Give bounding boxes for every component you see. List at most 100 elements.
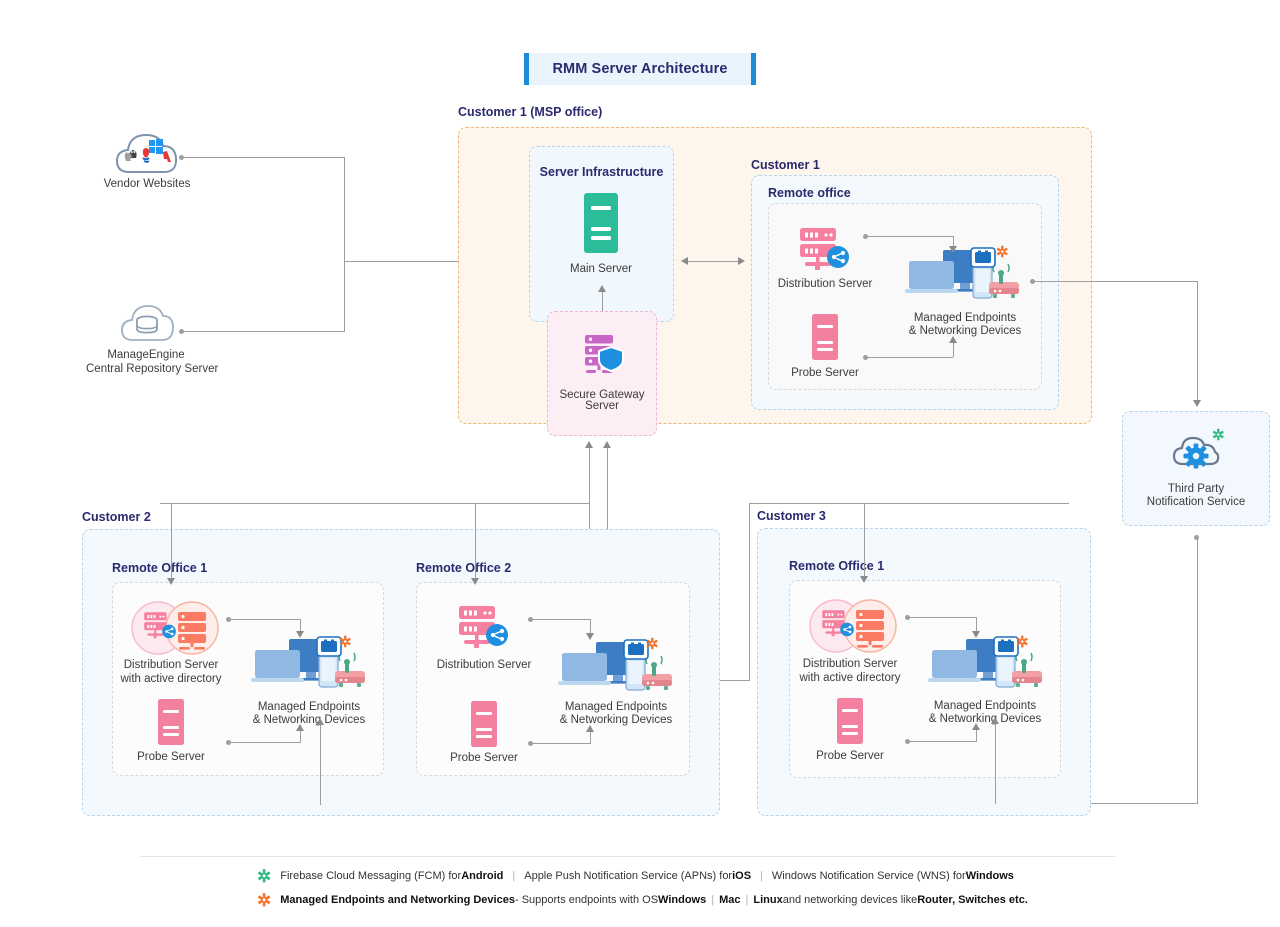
arrow-c2o2-dist-to-endpoints [586, 633, 594, 640]
third-party-cloud-gear-icon [1171, 432, 1223, 472]
line-c2o2-dist-right [532, 619, 591, 620]
line-repo-right [183, 331, 344, 332]
arrow-right-customer1 [738, 257, 745, 265]
managed-endpoints-icon-c1 [905, 247, 1023, 300]
arrow-up-main-server [598, 285, 606, 292]
probe-server-icon-c2-office2 [470, 700, 498, 748]
distribution-server-ad-icon-c3 [808, 599, 900, 653]
region-label-customer3: Customer 3 [757, 509, 826, 523]
managed-endpoints-label-c3-line2: & Networking Devices [928, 713, 1042, 725]
probe-server-label-c2-office1: Probe Server [137, 751, 205, 763]
line-c2o1-dist-right [230, 619, 301, 620]
line-c3-probe-right [909, 741, 977, 742]
line-c2o2-probe-right [532, 743, 591, 744]
arrow-c1-probe-to-endpoints [949, 336, 957, 343]
arrow-c3-up-to-endpoints [991, 717, 999, 724]
line-bus-to-server [344, 261, 509, 262]
managed-endpoints-icon-c2-office1 [251, 636, 369, 689]
secure-gateway-label-line2: Server [585, 400, 619, 412]
connector-dot-c1-probe [863, 355, 868, 360]
legend-os-mac: Mac [719, 894, 741, 906]
connector-dot-c2o2-dist [528, 617, 533, 622]
orange-asterisk-icon: ✲ [257, 890, 272, 910]
central-repository-icon [119, 300, 175, 344]
asterisk-icon-c1: ✲ [996, 244, 1009, 261]
line-bus-customer3-edge [1068, 503, 1069, 504]
secure-gateway-server-icon [581, 333, 625, 375]
arrow-c2o1-probe-to-endpoints [296, 724, 304, 731]
region-label-customer2: Customer 2 [82, 510, 151, 524]
diagram-title: RMM Server Architecture [552, 61, 728, 77]
line-vendor-bus-vertical [344, 157, 345, 332]
line-bus-to-c2-office2 [475, 503, 476, 579]
arrow-c2o1-up-to-endpoints [316, 718, 324, 725]
managed-endpoints-label-c2-o1-line2: & Networking Devices [252, 714, 366, 726]
legend-devices-bold: Router, Switches etc. [917, 894, 1028, 906]
connector-dot-c1-endpoints [1030, 279, 1035, 284]
asterisk-icon-c3: ✲ [1016, 634, 1029, 651]
legend-separator-2: | [760, 870, 763, 882]
legend-ios-bold: iOS [732, 870, 752, 882]
line-c2o1-probe-right [230, 742, 301, 743]
legend-fcm-text: Firebase Cloud Messaging (FCM) for [280, 870, 462, 882]
asterisk-icon-c2-office2: ✲ [646, 636, 659, 653]
region-label-server-infrastructure: Server Infrastructure [539, 165, 664, 179]
region-label-msp: Customer 1 (MSP office) [458, 105, 603, 119]
secure-gateway-label-line1: Secure Gateway [559, 389, 645, 401]
probe-server-label-c1: Probe Server [791, 367, 859, 379]
line-top-bus-customer3 [749, 503, 1069, 504]
green-asterisk-icon: ✲ [257, 866, 272, 886]
line-c1-dist-down [953, 236, 954, 248]
probe-server-label-c3: Probe Server [816, 750, 884, 762]
arrow-into-c2-office2 [471, 578, 479, 585]
line-customer3-bottom-bus [1091, 803, 1198, 804]
connector-dot-c3-probe [905, 739, 910, 744]
distribution-server-ad-label-c2-line2: with active directory [120, 673, 222, 685]
arrow-c2o1-dist-to-endpoints [296, 631, 304, 638]
main-server-label: Main Server [570, 263, 632, 275]
line-c3-dist-right [909, 617, 977, 618]
legend-os-windows: Windows [658, 894, 707, 906]
probe-server-icon-c1 [811, 313, 839, 361]
line-main-to-gateway [602, 289, 603, 330]
main-server-icon [583, 192, 619, 254]
connector-dot-c2o2-probe [528, 741, 533, 746]
distribution-server-label-c1: Distribution Server [777, 278, 873, 290]
asterisk-icon-notification: ✲ [1212, 427, 1225, 444]
distribution-server-ad-label-c3-line2: with active directory [799, 672, 901, 684]
legend-endpoints-mid2: and networking devices like [782, 894, 918, 906]
arrow-into-c2-office1 [167, 578, 175, 585]
third-party-label-line2: Notification Service [1146, 496, 1246, 508]
connector-dot-repo [179, 329, 184, 334]
managed-endpoints-label-c2-o1-line1: Managed Endpoints [257, 701, 361, 713]
connector-dot-c2o1-dist [226, 617, 231, 622]
managed-endpoints-label-c1-line2: & Networking Devices [908, 325, 1022, 337]
distribution-server-ad-icon-c2 [130, 601, 222, 655]
legend-os-linux: Linux [753, 894, 783, 906]
line-top-bus-customer2 [160, 503, 589, 504]
distribution-server-label-c2-office2: Distribution Server [436, 659, 532, 671]
line-vendor-right [183, 157, 344, 158]
line-notification-from-customer3 [1197, 537, 1198, 804]
line-c1-probe-up [953, 342, 954, 357]
probe-server-icon-c3 [836, 697, 864, 745]
legend-endpoints-bold: Managed Endpoints and Networking Devices [280, 894, 515, 906]
line-c3-probe-up [976, 729, 977, 741]
title-accent-bar-left [524, 53, 529, 85]
managed-endpoints-label-c2-o2-line2: & Networking Devices [559, 714, 673, 726]
connector-dot-c2o1-probe [226, 740, 231, 745]
legend-android-bold: Android [461, 870, 504, 882]
connector-dot-c1-dist [863, 234, 868, 239]
region-label-c3-office1: Remote Office 1 [789, 559, 885, 573]
vendor-websites-label: Vendor Websites [103, 178, 191, 190]
legend-row-notification-services: ✲ Firebase Cloud Messaging (FCM) for And… [257, 866, 1014, 886]
line-c1-probe-right [867, 357, 953, 358]
diagram-title-banner: RMM Server Architecture [524, 53, 756, 85]
arrow-c3-probe-to-endpoints [972, 723, 980, 730]
managed-endpoints-label-c2-o2-line1: Managed Endpoints [564, 701, 668, 713]
line-c2o2-dist-down [590, 619, 591, 635]
line-bus-to-c3-office1 [864, 503, 865, 577]
title-accent-bar-right [751, 53, 756, 85]
legend-divider [140, 856, 1115, 857]
arrow-into-notification-service [1193, 400, 1201, 407]
